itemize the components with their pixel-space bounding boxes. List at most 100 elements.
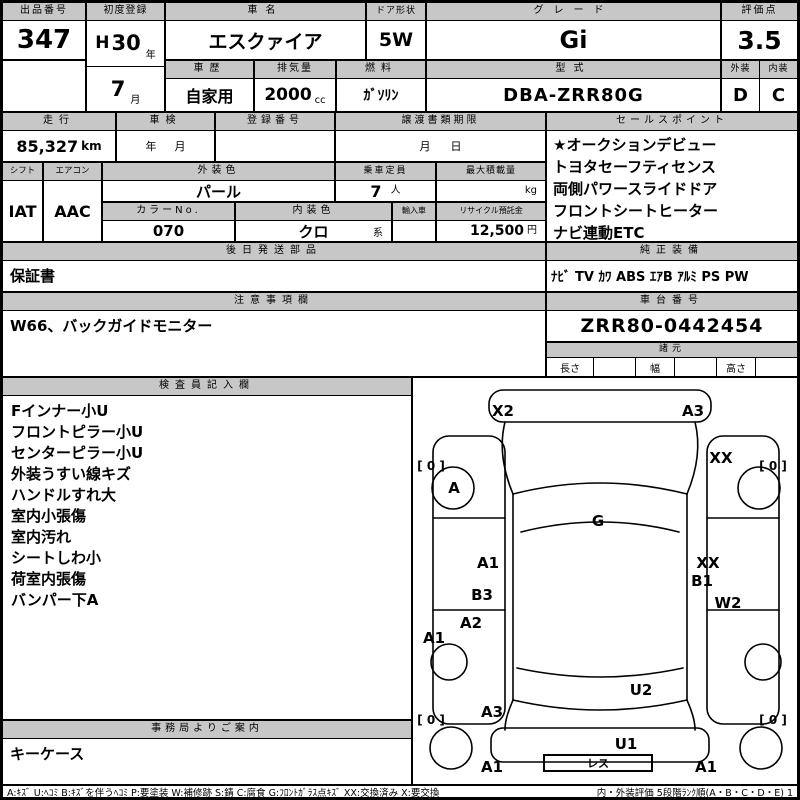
length-label: 長さ bbox=[547, 358, 594, 376]
model-code-cell: 型式 DBA-ZRR80G bbox=[426, 60, 721, 112]
first-registration-year-row: H 30 年 bbox=[87, 21, 164, 67]
lot-empty-cell bbox=[2, 60, 86, 112]
car-diagram-svg bbox=[429, 389, 783, 770]
inspector-note-item: 室内小張傷 bbox=[11, 507, 87, 525]
capacity-cell: 乗車定員 7 人 bbox=[335, 162, 436, 202]
damage-marker: U1 bbox=[614, 735, 638, 753]
aircon-cell: エアコン AAC bbox=[43, 162, 102, 242]
exterior-grade-col: 外装 D bbox=[722, 61, 760, 111]
inspector-note-item: ハンドルすれ大 bbox=[11, 486, 117, 504]
equipment-label: 純正装備 bbox=[547, 243, 797, 261]
interior-grade-label: 内装 bbox=[760, 61, 797, 79]
shift-type: IAT bbox=[8, 201, 37, 221]
interior-color-label: 内装色 bbox=[236, 203, 391, 221]
damage-marker: A1 bbox=[694, 758, 718, 776]
tire-tread-marker: [ 0 ] bbox=[759, 713, 787, 727]
car-name: エスクァイア bbox=[208, 30, 323, 53]
shift-label: シフト bbox=[3, 163, 42, 181]
inspector-note-item: フロントピラー小U bbox=[11, 423, 144, 441]
interior-color-cell: 内装色 クロ 系 bbox=[235, 202, 392, 242]
inspection-cell: 車検 年 月 bbox=[116, 112, 215, 162]
score-label: 評価点 bbox=[722, 3, 797, 21]
transfer-day-unit: 日 bbox=[450, 140, 462, 153]
interior-grade-col: 内装 C bbox=[760, 61, 797, 111]
displacement: 2000 bbox=[264, 85, 312, 105]
recycle-fee-row: 12,500 円 bbox=[437, 221, 545, 241]
chassis-number-cell: 車台番号 ZRR80-0442454 bbox=[546, 292, 798, 342]
capacity-row: 7 人 bbox=[336, 181, 435, 201]
rear-view-right-wheel bbox=[739, 726, 783, 770]
max-load-unit: kg bbox=[524, 185, 537, 196]
inspector-note-item: 室内汚れ bbox=[11, 528, 72, 546]
later-parts-cell: 後日発送部品 保証書 bbox=[2, 242, 546, 292]
capacity-unit: 人 bbox=[390, 185, 401, 196]
interior-color: クロ bbox=[298, 223, 329, 241]
inspector-notes-list: Fインナー小U フロントピラー小U センターピラー小U 外装うすい線キズ ハンド… bbox=[3, 396, 411, 719]
recycle-fee-label: リサイクル預託金 bbox=[437, 203, 545, 221]
interior-grade: C bbox=[771, 84, 786, 106]
damage-diagram: X2 A3 [ 0 ] [ 0 ] A XX G A1 XX B1 W2 B3 … bbox=[412, 377, 798, 785]
chassis-number-label: 車台番号 bbox=[547, 293, 797, 311]
exterior-grade-label: 外装 bbox=[722, 61, 759, 79]
specs-label: 諸元 bbox=[547, 343, 797, 358]
legend-codes: A:ｷｽﾞ U:ﾍｺﾐ B:ｷｽﾞを伴うﾍｺﾐ P:要塗装 W:補修跡 S:錆 … bbox=[7, 787, 440, 798]
door-shape-cell: ドア形状 5W bbox=[366, 2, 426, 60]
recycle-fee-unit: 円 bbox=[527, 225, 537, 236]
model-code: DBA-ZRR80G bbox=[503, 84, 644, 106]
sales-points-label: セールスポイント bbox=[547, 113, 797, 131]
damage-marker: XX bbox=[696, 554, 720, 572]
aircon-label: エアコン bbox=[44, 163, 101, 181]
rear-bumper-shape bbox=[490, 727, 710, 763]
notes-label: 注意事項欄 bbox=[3, 293, 545, 311]
import-car bbox=[393, 221, 435, 241]
damage-marker: A1 bbox=[480, 758, 504, 776]
length-value bbox=[594, 358, 636, 376]
registration-number-label: 登録番号 bbox=[216, 113, 334, 131]
car-history: 自家用 bbox=[185, 87, 234, 106]
rear-right-wheel bbox=[744, 643, 782, 681]
mileage-unit: km bbox=[81, 139, 102, 153]
inspector-note-item: バンパー下A bbox=[11, 591, 99, 609]
front-bumper-shape bbox=[488, 389, 712, 423]
inspection-year-unit: 年 bbox=[145, 140, 157, 153]
damage-marker: G bbox=[591, 512, 605, 530]
capacity: 7 bbox=[370, 181, 382, 201]
damage-marker: A3 bbox=[480, 703, 504, 721]
sales-point-item: フロントシートヒーター bbox=[553, 202, 719, 220]
damage-marker: XX bbox=[709, 449, 733, 467]
office-notice-text: キーケース bbox=[10, 745, 85, 763]
registration-year: 30 bbox=[111, 31, 141, 56]
exterior-interior-cell: 外装 D 内装 C bbox=[721, 60, 798, 112]
grade-cell: グレード Gi bbox=[426, 2, 721, 60]
exterior-color-label: 外装色 bbox=[103, 163, 334, 181]
max-load-row: kg bbox=[437, 181, 545, 201]
sales-point-item: ★オークションデビュー bbox=[553, 136, 717, 154]
sales-points-cell: セールスポイント ★オークションデビュー トヨタセーフティセンス 両側パワースラ… bbox=[546, 112, 798, 242]
damage-marker: B1 bbox=[691, 572, 713, 590]
height-value bbox=[756, 358, 797, 376]
shift-cell: シフト IAT bbox=[2, 162, 43, 242]
rear-left-edge bbox=[504, 699, 514, 731]
legend-rank-scale: 内・外装評価 5段階ﾗﾝｸ順(A・B・C・D・E) 1 bbox=[596, 787, 793, 798]
sales-point-item: 両側パワースライドドア bbox=[553, 180, 718, 198]
windshield-top bbox=[512, 482, 688, 495]
inspection-label: 車検 bbox=[117, 113, 214, 131]
office-notice-cell: 事務局よりご案内 キーケース bbox=[2, 720, 412, 785]
equipment-list: ﾅﾋﾞ TV ｶﾜ ABS ｴｱB ｱﾙﾐ PS PW bbox=[551, 270, 749, 285]
registration-month: 7 bbox=[110, 76, 126, 101]
equipment-cell: 純正装備 ﾅﾋﾞ TV ｶﾜ ABS ｴｱB ｱﾙﾐ PS PW bbox=[546, 242, 798, 292]
color-number-cell: カラーNo. 070 bbox=[102, 202, 235, 242]
rear-left-wheel bbox=[430, 643, 468, 681]
inspector-note-item: センターピラー小U bbox=[11, 444, 144, 462]
front-left-wheel bbox=[431, 466, 475, 510]
office-notice-label: 事務局よりご案内 bbox=[3, 721, 411, 739]
windshield-bottom bbox=[520, 521, 680, 533]
tire-tread-marker: [ 0 ] bbox=[417, 713, 445, 727]
transfer-deadline-label: 譲渡書類期限 bbox=[336, 113, 545, 131]
damage-marker: U2 bbox=[629, 681, 653, 699]
inspection-month-unit: 月 bbox=[174, 140, 186, 153]
import-car-label: 輸入車 bbox=[393, 203, 435, 221]
interior-color-unit: 系 bbox=[373, 228, 383, 239]
model-code-label: 型式 bbox=[427, 61, 720, 79]
